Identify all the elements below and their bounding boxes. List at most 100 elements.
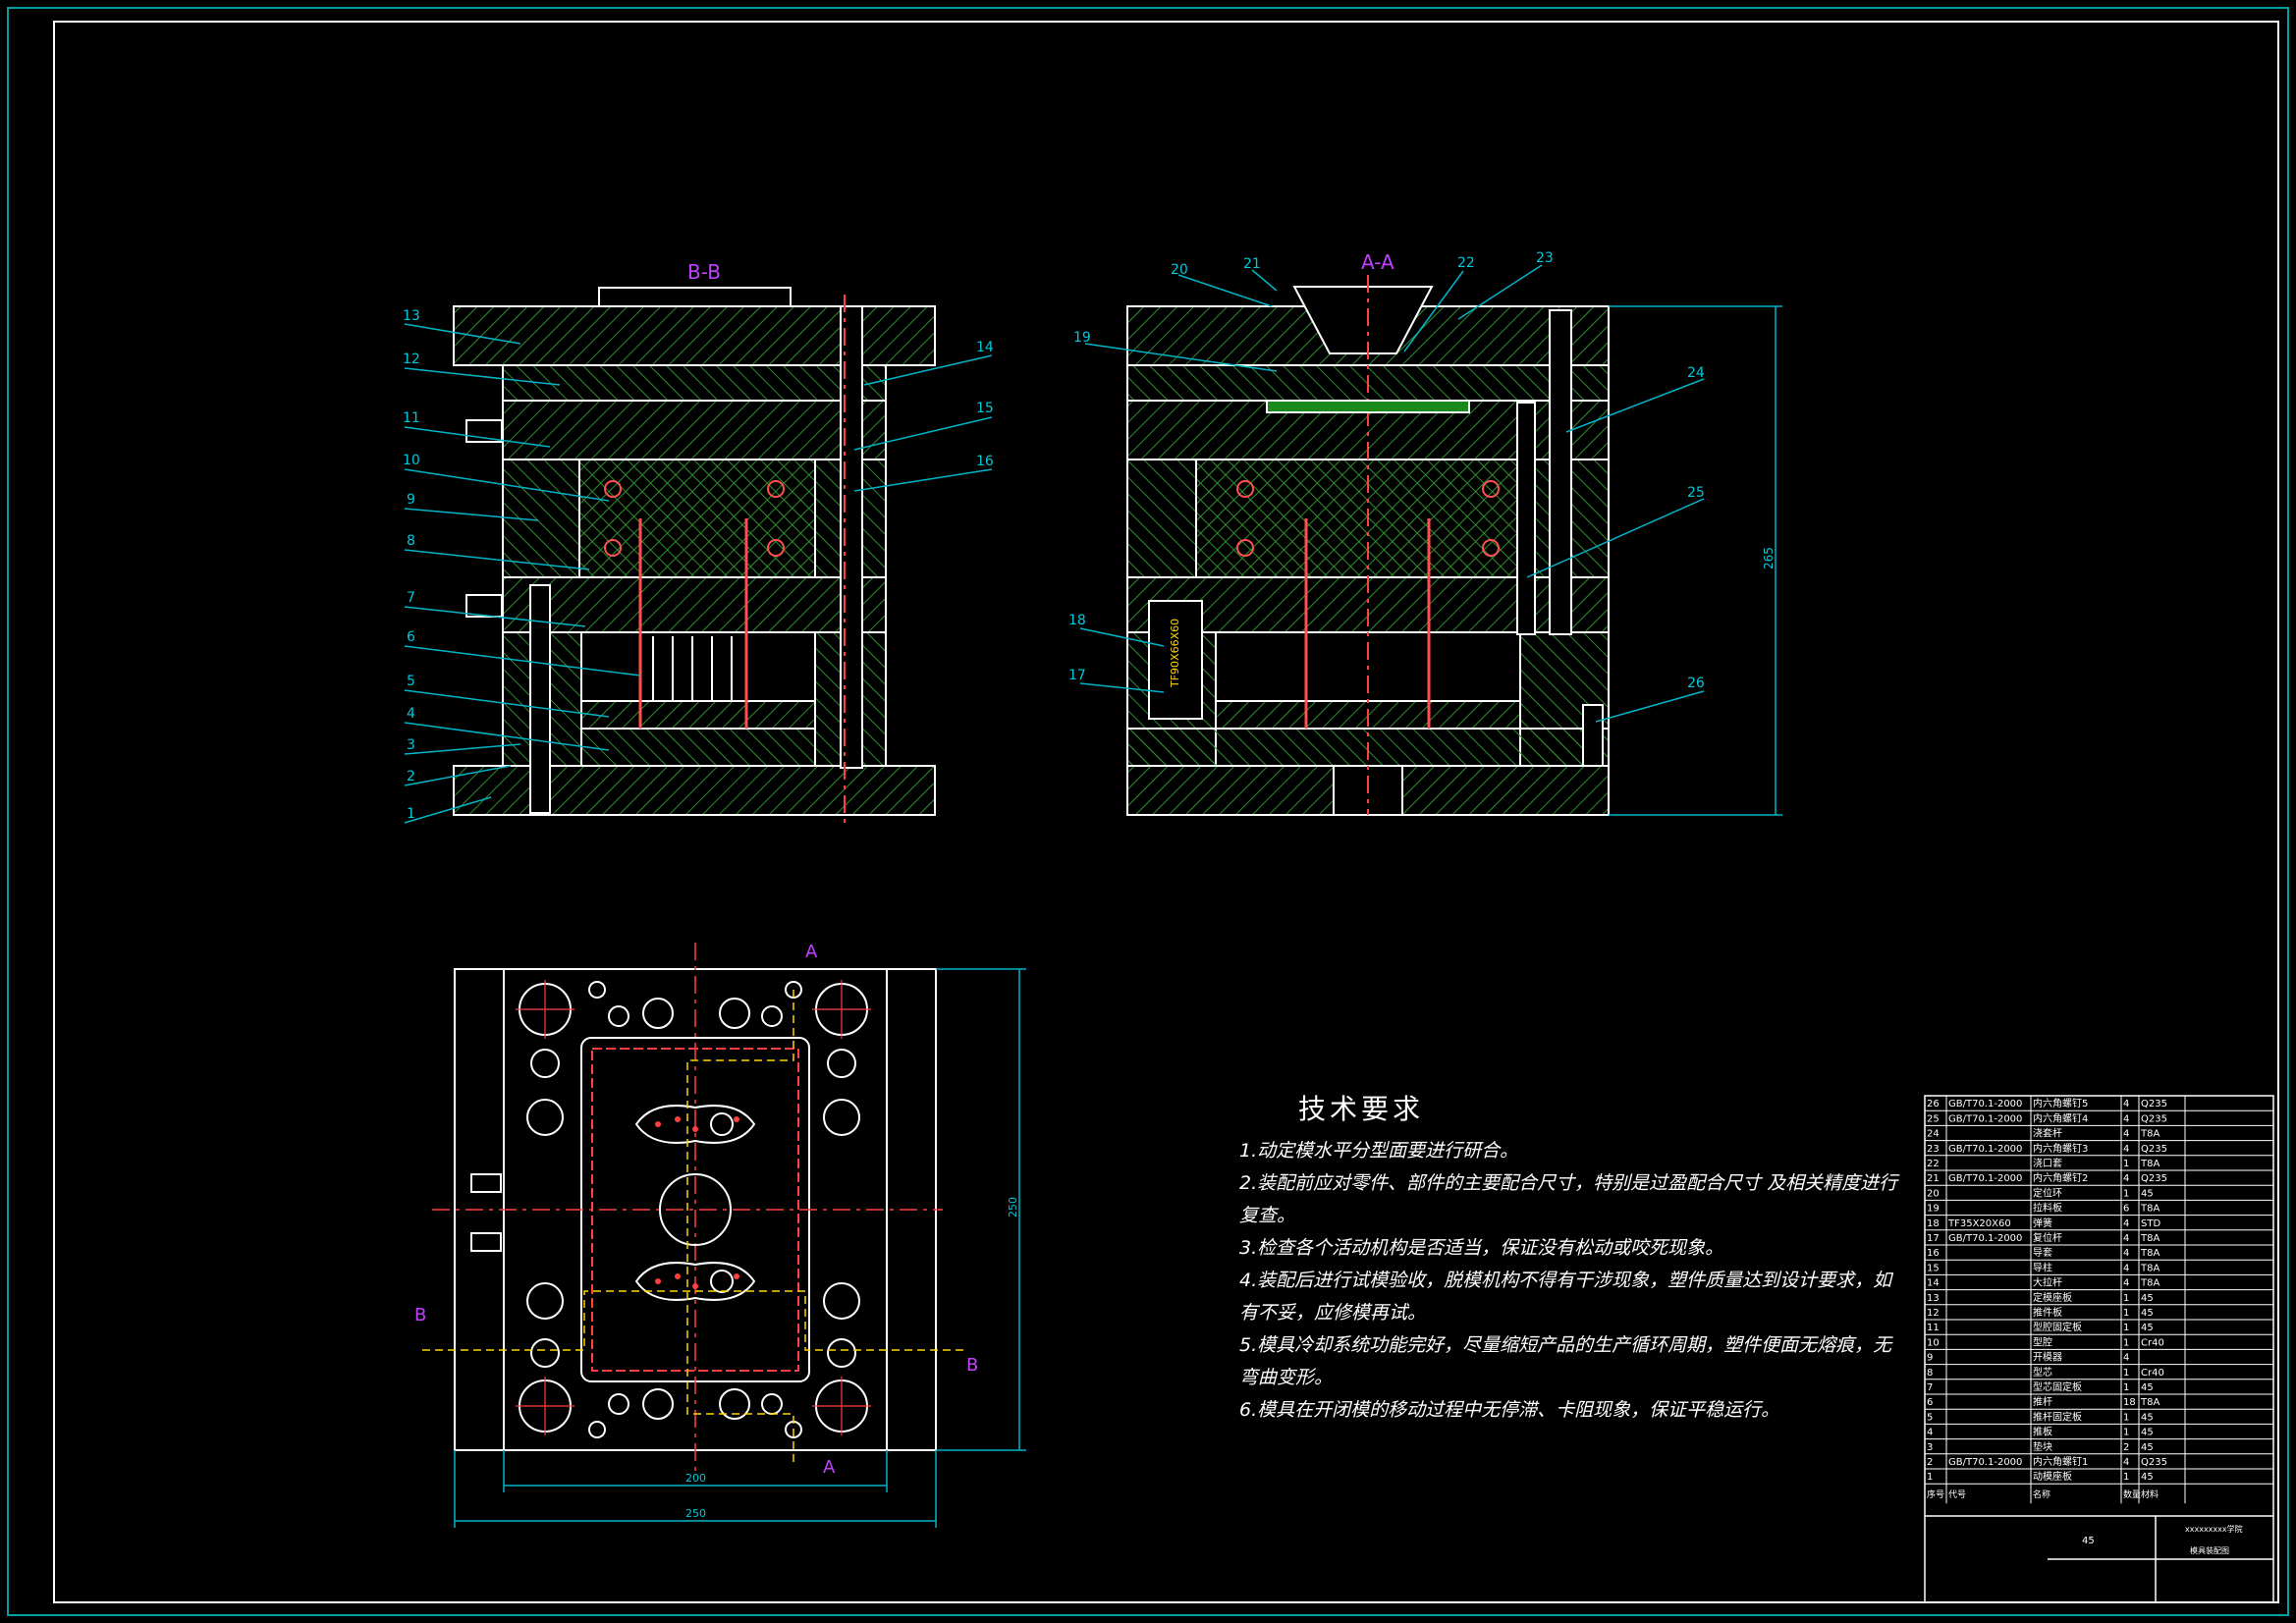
bom-cell: 1	[1927, 1472, 1933, 1483]
callout-4: 4	[407, 706, 415, 722]
spring-label: TF90X66X60	[1169, 619, 1181, 688]
bom-cell: 45	[2141, 1442, 2154, 1453]
bom-cell: 45	[2141, 1428, 2154, 1438]
callout-21: 21	[1243, 256, 1261, 272]
bom-cell: 7	[1927, 1382, 1933, 1393]
callout-9: 9	[407, 492, 415, 508]
bom-cell: 11	[1927, 1323, 1940, 1333]
tech-req-title: 技术要求	[1298, 1093, 1425, 1125]
bom-cell: 26	[1927, 1099, 1940, 1109]
bom-cell: 定模座板	[2033, 1291, 2072, 1304]
bom-cell: 内六角螺钉1	[2033, 1455, 2088, 1468]
callout-5: 5	[407, 674, 415, 689]
callout-18: 18	[1068, 613, 1086, 628]
bom-cell: 21	[1927, 1173, 1940, 1184]
bom-cell: 4	[2123, 1099, 2129, 1109]
bom-cell: 45	[2141, 1472, 2154, 1483]
bom-cell: 20	[1927, 1188, 1940, 1199]
tech-req-item-6: 6.模具在开闭模的移动过程中无停滞、卡阻现象，保证平稳运行。	[1239, 1399, 1780, 1421]
bom-cell: 4	[2123, 1173, 2129, 1184]
bom-cell: 4	[2123, 1144, 2129, 1155]
callout-20: 20	[1171, 262, 1188, 278]
bom-cell: Q235	[2141, 1173, 2167, 1184]
outer-border	[7, 7, 2289, 1616]
bom-cell: TF35X20X60	[1947, 1218, 2011, 1229]
bom-header-cell: 数量	[2123, 1488, 2141, 1500]
bom-cell: 型腔固定板	[2033, 1321, 2082, 1333]
dim-plan-outer: 250	[685, 1507, 706, 1520]
tech-req-item-1: 1.动定模水平分型面要进行研合。	[1239, 1140, 1519, 1162]
bom-cell: 内六角螺钉5	[2033, 1097, 2088, 1109]
bom-cell: GB/T70.1-2000	[1948, 1173, 2022, 1184]
bom-cell: Q235	[2141, 1457, 2167, 1468]
bom-cell: T8A	[2140, 1397, 2159, 1408]
bom-cell: 1	[2123, 1293, 2129, 1304]
bom-cell: 型芯固定板	[2033, 1380, 2082, 1393]
bom-cell: 大拉杆	[2033, 1276, 2062, 1289]
callout-12: 12	[403, 352, 420, 367]
bom-cell: 1	[2123, 1323, 2129, 1333]
bom-cell: Q235	[2141, 1144, 2167, 1155]
bom-cell: 6	[1927, 1397, 1933, 1408]
bom-cell: 22	[1927, 1159, 1940, 1169]
bom-cell: 23	[1927, 1144, 1940, 1155]
bom-header-cell: 名称	[2033, 1488, 2050, 1500]
bom-cell: T8A	[2140, 1263, 2159, 1273]
section-bb-label: B-B	[687, 260, 721, 284]
bom-cell: 1	[2123, 1308, 2129, 1319]
callout-10: 10	[403, 453, 420, 468]
bom-cell: 推件板	[2033, 1306, 2062, 1319]
bom-cell: STD	[2141, 1218, 2160, 1229]
bom-cell: T8A	[2140, 1248, 2159, 1259]
bom-cell: 14	[1927, 1278, 1940, 1289]
bom-cell: 5	[1927, 1412, 1933, 1423]
bom-cell: 2	[2123, 1442, 2129, 1453]
tb-school: xxxxxxxxx学院	[2185, 1524, 2243, 1534]
tech-req-item-4: 4.装配后进行试模验收，脱模机构不得有干涉现象，塑件质量达到设计要求，如有不妥，…	[1239, 1270, 1892, 1324]
bom-cell: 推板	[2033, 1426, 2052, 1438]
bom-cell: 1	[2123, 1188, 2129, 1199]
bom-cell: T8A	[2140, 1233, 2159, 1244]
marker-b-right: B	[966, 1355, 978, 1376]
bom-cell: GB/T70.1-2000	[1948, 1144, 2022, 1155]
bom-cell: 4	[2123, 1353, 2129, 1364]
bom-cell: 垫块	[2033, 1440, 2052, 1453]
bom-cell: 浇口套	[2033, 1157, 2062, 1169]
bom-cell: 25	[1927, 1113, 1940, 1124]
bom-cell: GB/T70.1-2000	[1948, 1457, 2022, 1468]
section-bb-view: B-B	[403, 260, 994, 827]
callout-22: 22	[1457, 255, 1475, 271]
bom-cell: 18	[1927, 1218, 1940, 1229]
bom-cell: 4	[2123, 1113, 2129, 1124]
callout-13: 13	[403, 308, 420, 324]
bom-cell: 动模座板	[2033, 1470, 2072, 1483]
bom-cell: 复位杆	[2033, 1231, 2062, 1244]
bom-cell: 1	[2123, 1382, 2129, 1393]
bom-cell: 3	[1927, 1442, 1933, 1453]
bom-cell: Cr40	[2141, 1368, 2164, 1379]
bom-cell: 6	[2123, 1204, 2129, 1215]
bom-cell: 型腔	[2033, 1335, 2052, 1348]
bom-cell: 型芯	[2033, 1366, 2052, 1379]
bom-cell: 内六角螺钉2	[2033, 1171, 2088, 1184]
bom-cell: T8A	[2140, 1159, 2159, 1169]
bom-cell: T8A	[2140, 1278, 2159, 1289]
bom-cell: GB/T70.1-2000	[1948, 1113, 2022, 1124]
bom-cell: T8A	[2140, 1204, 2159, 1215]
inner-border	[53, 21, 2279, 1603]
tech-req-item-5: 5.模具冷却系统功能完好，尽量缩短产品的生产循环周期，塑件便面无熔痕，无弯曲变形…	[1239, 1334, 1892, 1388]
bom-cell: Q235	[2141, 1099, 2167, 1109]
bom-cell: 4	[1927, 1428, 1933, 1438]
section-aa-label: A-A	[1361, 250, 1394, 274]
callout-26: 26	[1687, 676, 1705, 691]
tb-drawing-name: 模具装配图	[2190, 1545, 2229, 1555]
bom-header-cell: 材料	[2141, 1488, 2159, 1500]
callout-1: 1	[407, 806, 415, 822]
bom-cell: 浇套杆	[2033, 1127, 2062, 1140]
callout-11: 11	[403, 410, 420, 426]
bom-cell: 45	[2141, 1293, 2154, 1304]
bom-cell: 45	[2141, 1382, 2154, 1393]
marker-b-left: B	[414, 1305, 426, 1325]
callout-14: 14	[976, 340, 994, 355]
